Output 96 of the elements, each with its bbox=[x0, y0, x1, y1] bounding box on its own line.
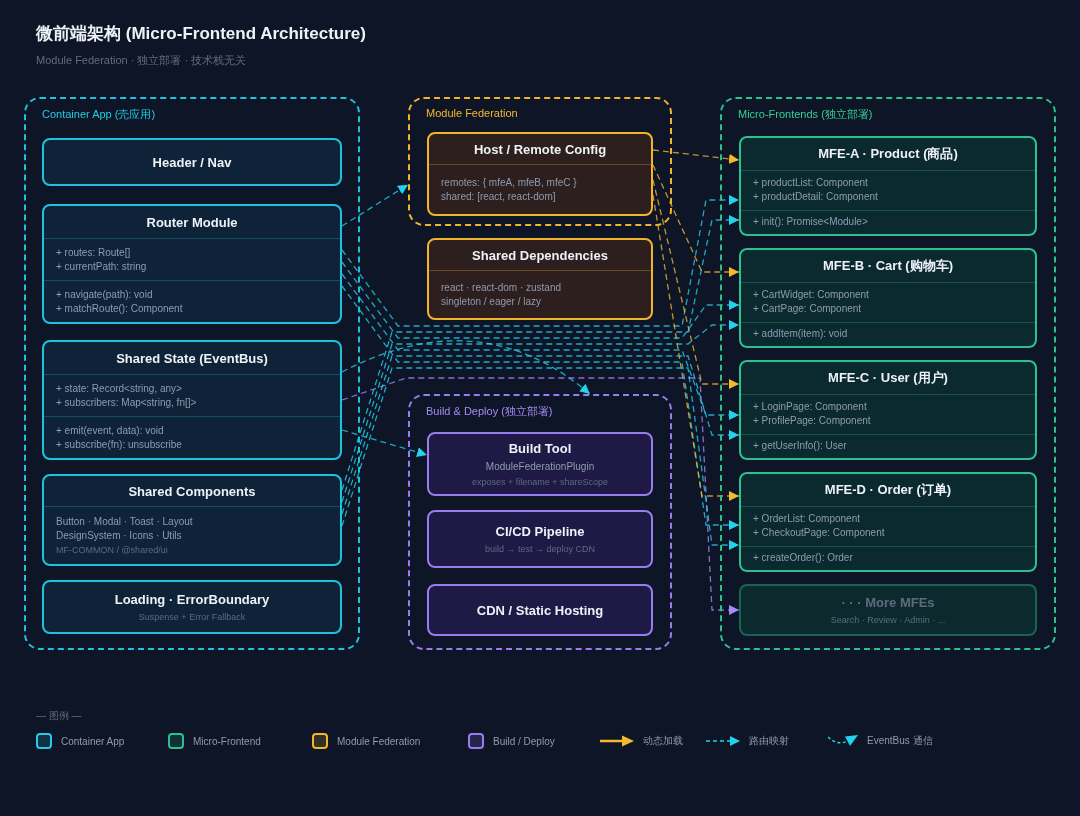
card-title: MFE-A · Product (商品) bbox=[818, 145, 958, 163]
member-text: + ProfilePage: Component bbox=[753, 414, 872, 429]
note-text: MF-COMMON / @shared/ui bbox=[56, 543, 169, 557]
member-text: + routes: Route[] bbox=[56, 245, 132, 260]
legend-heading: — 图例 — bbox=[36, 709, 82, 723]
note-text: build → test → deploy CDN bbox=[484, 544, 595, 554]
detail-text: remotes: { mfeA, mfeB, mfeC } bbox=[441, 175, 578, 190]
dashed-arrow bbox=[341, 355, 740, 515]
module-card bbox=[42, 474, 342, 566]
group-frame bbox=[408, 97, 672, 226]
card-title: Header / Nav bbox=[152, 154, 232, 170]
dashed-arrow bbox=[652, 149, 740, 164]
card-title: · · · More MFEs bbox=[841, 595, 935, 610]
group-frame bbox=[408, 394, 672, 650]
legend-label: EventBus 通信 bbox=[867, 734, 933, 748]
dashed-arrow bbox=[341, 215, 740, 491]
dashed-arrow bbox=[341, 367, 740, 550]
member-text: + CartPage: Component bbox=[753, 302, 863, 317]
dashed-arrow bbox=[341, 320, 740, 503]
card-title: Shared Dependencies bbox=[472, 247, 608, 263]
note-text: Search · Review · Admin · ... bbox=[830, 615, 946, 625]
dashed-arrow bbox=[652, 194, 740, 501]
legend-label: Container App bbox=[61, 735, 125, 747]
detail-text: react · react-dom · zustand bbox=[441, 280, 563, 295]
member-text: + currentPath: string bbox=[56, 259, 148, 274]
card-title: Build Tool bbox=[508, 441, 572, 456]
member-text: + addItem(item): void bbox=[753, 327, 849, 342]
module-card bbox=[739, 584, 1037, 636]
card-title: MFE-D · Order (订单) bbox=[824, 481, 952, 499]
member-text: + CartWidget: Component bbox=[753, 288, 870, 303]
detail-text: DesignSystem · Icons · Utils bbox=[56, 528, 183, 543]
module-card bbox=[427, 238, 653, 320]
card-title: MFE-C · User (用户) bbox=[828, 369, 948, 387]
member-text: + CheckoutPage: Component bbox=[753, 526, 886, 541]
note-text: exposes + filename + shareScope bbox=[471, 477, 609, 487]
dashed-arrow bbox=[341, 429, 428, 457]
legend-label: Micro-Frontend bbox=[193, 735, 261, 747]
class-card bbox=[42, 340, 342, 460]
dashed-arrow bbox=[341, 273, 740, 420]
card-title: Router Module bbox=[146, 214, 238, 230]
class-card bbox=[42, 204, 342, 324]
member-text: + navigate(path): void bbox=[56, 287, 154, 302]
module-card bbox=[427, 432, 653, 496]
legend-label: Module Federation bbox=[337, 735, 421, 747]
dashed-arrow bbox=[341, 377, 740, 615]
detail-text: Button · Modal · Toast · Layout bbox=[56, 514, 194, 529]
dashed-arrow bbox=[341, 261, 740, 339]
detail-text: singleton / eager / lazy bbox=[441, 294, 543, 309]
member-text: + LoginPage: Component bbox=[753, 400, 868, 415]
member-text: + init(): Promise<Module> bbox=[753, 215, 869, 230]
legend-label: 动态加载 bbox=[643, 734, 683, 748]
diagram-title: 微前端架构 (Micro-Frontend Architecture) bbox=[36, 23, 366, 45]
legend-label: 路由映射 bbox=[749, 734, 789, 748]
card-title: Host / Remote Config bbox=[473, 141, 607, 157]
detail-text: ModuleFederationPlugin bbox=[485, 461, 595, 472]
member-text: + productDetail: Component bbox=[753, 190, 879, 205]
group-label: Build & Deploy (独立部署) bbox=[426, 404, 553, 419]
member-text: + subscribe(fn): unsubscribe bbox=[56, 437, 183, 452]
member-text: + createOrder(): Order bbox=[753, 551, 854, 566]
dashed-arrow bbox=[341, 184, 409, 227]
card-title: CDN / Static Hosting bbox=[476, 602, 604, 618]
member-text: + OrderList: Component bbox=[753, 512, 861, 527]
card-title: MFE-B · Cart (购物车) bbox=[823, 257, 953, 275]
class-card bbox=[739, 360, 1037, 460]
member-text: + matchRoute(): Component bbox=[56, 301, 184, 316]
group-label: Micro-Frontends (独立部署) bbox=[738, 107, 873, 122]
dashed-arrow bbox=[341, 340, 591, 395]
legend-label: Build / Deploy bbox=[493, 735, 555, 747]
card-title: Loading · ErrorBoundary bbox=[114, 592, 270, 607]
member-text: + subscribers: Map<string, fn[]> bbox=[56, 395, 198, 410]
module-card bbox=[427, 584, 653, 636]
note-text: Suspense + Error Fallback bbox=[138, 612, 246, 622]
card-title: Shared State (EventBus) bbox=[116, 350, 268, 366]
card-title: Shared Components bbox=[128, 483, 256, 499]
detail-text: shared: [react, react-dom] bbox=[441, 189, 557, 204]
class-card bbox=[739, 248, 1037, 348]
module-card bbox=[427, 132, 653, 216]
dashed-arrow bbox=[341, 285, 740, 530]
member-text: + state: Record<string, any> bbox=[56, 381, 183, 396]
dashed-arrow bbox=[652, 164, 740, 277]
group-label: Module Federation bbox=[426, 107, 518, 119]
member-text: + emit(event, data): void bbox=[56, 423, 165, 438]
member-text: + getUserInfo(): User bbox=[753, 439, 848, 454]
class-card bbox=[739, 472, 1037, 572]
class-card bbox=[739, 136, 1037, 236]
group-frame bbox=[720, 97, 1056, 650]
card-title: CI/CD Pipeline bbox=[495, 524, 585, 539]
module-card bbox=[42, 138, 342, 186]
subtitle: Module Federation · 独立部署 · 技术栈无关 bbox=[36, 53, 247, 68]
module-card bbox=[427, 510, 653, 568]
group-frame bbox=[24, 97, 360, 650]
module-card bbox=[42, 580, 342, 634]
dashed-arrow bbox=[652, 179, 740, 389]
group-label: Container App (壳应用) bbox=[42, 107, 156, 122]
member-text: + productList: Component bbox=[753, 176, 869, 191]
dashed-arrow bbox=[341, 195, 740, 327]
